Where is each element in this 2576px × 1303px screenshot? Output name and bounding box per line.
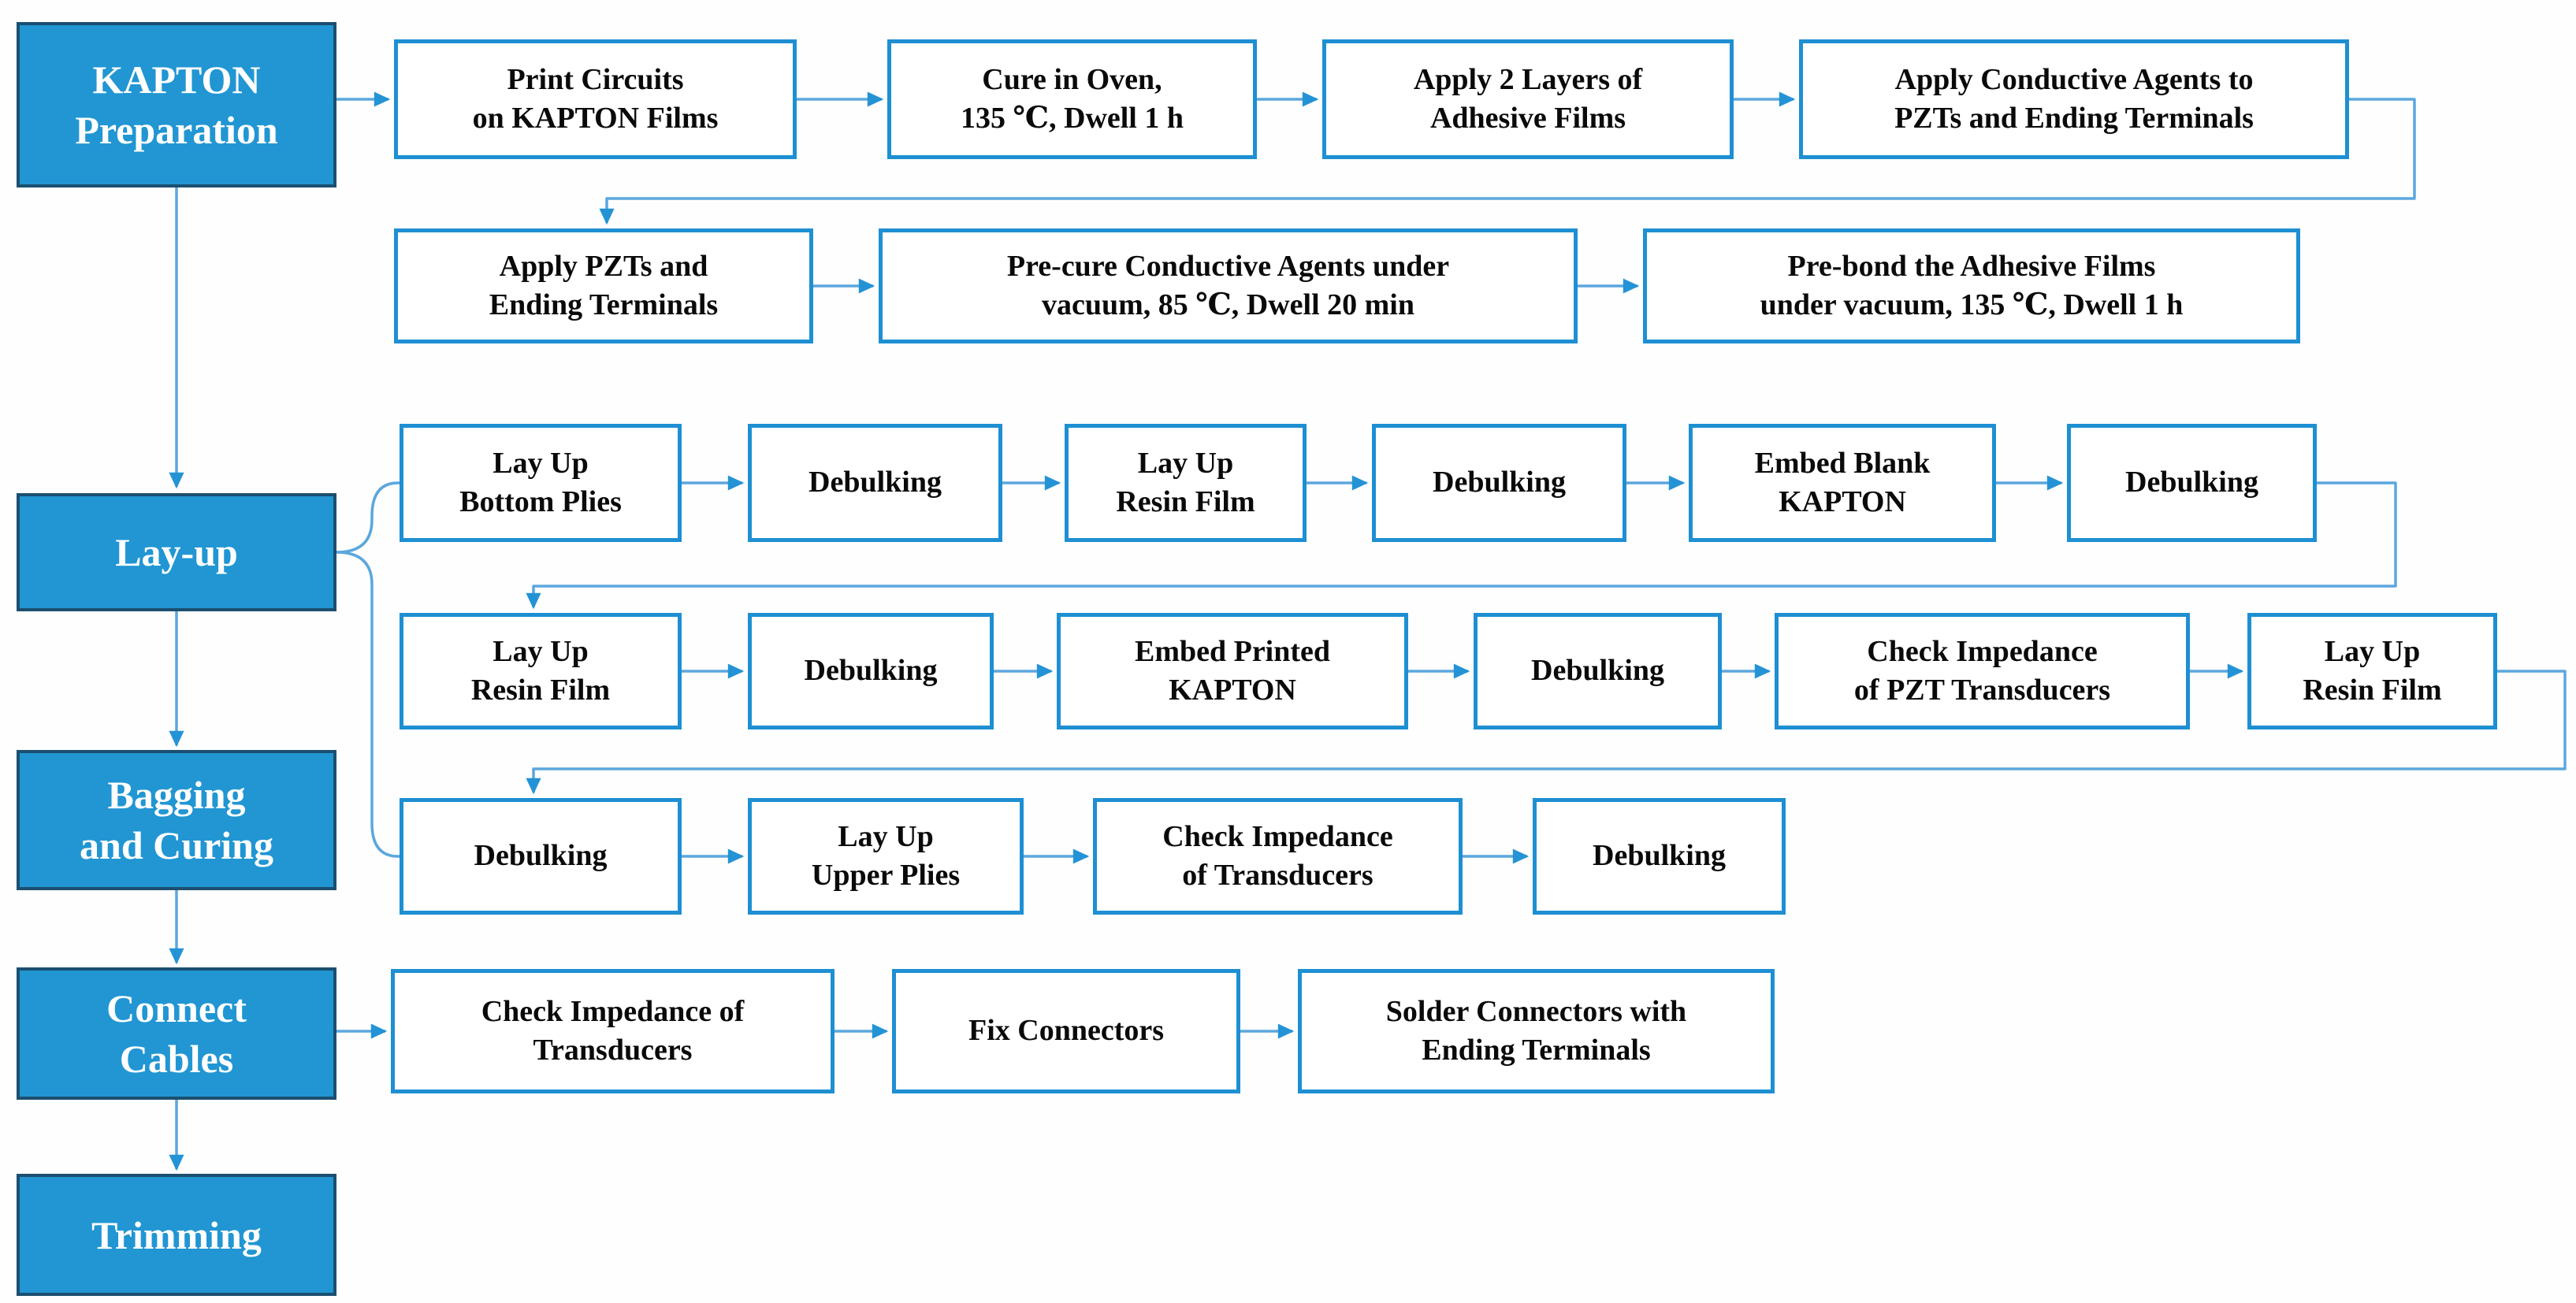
step-label: Debulking (808, 466, 942, 499)
step-lay-up-resin-film: Lay Up Resin Film (2247, 613, 2497, 729)
step-lay-up-resin-film: Lay Up Resin Film (1065, 424, 1307, 542)
step-label: Cure in Oven, 135 ℃, Dwell 1 h (960, 62, 1184, 135)
step-label: Apply Conductive Agents to PZTs and Endi… (1894, 62, 2254, 135)
stage-label: Trimming (91, 1212, 262, 1257)
step-label: Check Impedance of Transducers (1162, 819, 1393, 892)
step-debulking: Debulking (748, 613, 994, 729)
step-apply-pzts: Apply PZTs and Ending Terminals (394, 228, 813, 343)
step-apply-adhesive-layers: Apply 2 Layers of Adhesive Films (1322, 39, 1734, 159)
step-label: Check Impedance of Transducers (481, 994, 745, 1067)
step-check-impedance-pzt: Check Impedance of PZT Transducers (1775, 613, 2190, 729)
step-debulking: Debulking (1474, 613, 1722, 729)
step-debulking: Debulking (400, 798, 682, 915)
layup-brace-connector (336, 481, 400, 858)
step-label: Lay Up Upper Plies (811, 819, 961, 892)
row-wrap-connectors (526, 98, 2567, 795)
step-label: Debulking (474, 839, 608, 873)
step-debulking: Debulking (2067, 424, 2317, 542)
step-label: Apply PZTs and Ending Terminals (489, 249, 719, 321)
step-lay-up-bottom-plies: Lay Up Bottom Plies (400, 424, 682, 542)
step-label: Lay Up Resin Film (1116, 446, 1255, 518)
step-fix-connectors: Fix Connectors (892, 969, 1240, 1093)
step-label: Debulking (2125, 466, 2258, 499)
stage-label: Lay-up (115, 530, 238, 574)
step-label: Embed Printed KAPTON (1134, 634, 1331, 707)
stage-kapton-preparation: KAPTON Preparation (17, 22, 336, 187)
step-pre-bond-adhesive-films: Pre-bond the Adhesive Films under vacuum… (1643, 228, 2300, 343)
step-label: Solder Connectors with Ending Terminals (1385, 994, 1687, 1067)
step-label: Lay Up Resin Film (2303, 634, 2442, 707)
stage-lay-up: Lay-up (17, 493, 336, 611)
stage-label: KAPTON Preparation (75, 58, 278, 152)
step-label: Print Circuits on KAPTON Films (472, 62, 719, 135)
stage-label: Bagging and Curing (80, 773, 273, 867)
stage-connect-cables: Connect Cables (17, 967, 336, 1100)
step-label: Pre-bond the Adhesive Films under vacuum… (1760, 249, 2184, 321)
step-pre-cure-conductive-agents: Pre-cure Conductive Agents under vacuum,… (879, 228, 1578, 343)
step-label: Lay Up Resin Film (470, 634, 611, 707)
step-solder-connectors: Solder Connectors with Ending Terminals (1298, 969, 1775, 1093)
step-label: Debulking (1433, 466, 1566, 499)
step-lay-up-upper-plies: Lay Up Upper Plies (748, 798, 1024, 915)
step-cure-in-oven: Cure in Oven, 135 ℃, Dwell 1 h (887, 39, 1257, 159)
step-embed-printed-kapton: Embed Printed KAPTON (1057, 613, 1408, 729)
step-label: Apply 2 Layers of Adhesive Films (1413, 62, 1643, 135)
brace-lower-branch (336, 551, 400, 858)
brace-upper-branch (336, 481, 400, 554)
step-debulking: Debulking (1533, 798, 1786, 915)
step-label: Embed Blank KAPTON (1754, 446, 1931, 518)
step-debulking: Debulking (1372, 424, 1626, 542)
wrap-connector-row4-row5 (526, 670, 2567, 795)
step-label: Fix Connectors (968, 1014, 1165, 1048)
stage-trimming: Trimming (17, 1174, 336, 1296)
step-check-impedance-transducers: Check Impedance of Transducers (391, 969, 835, 1093)
step-embed-blank-kapton: Embed Blank KAPTON (1689, 424, 1996, 542)
step-label: Lay Up Bottom Plies (459, 446, 622, 518)
stage-label: Connect Cables (106, 986, 247, 1081)
row-flow-arrows (336, 91, 2244, 1039)
step-apply-conductive-agents: Apply Conductive Agents to PZTs and Endi… (1799, 39, 2349, 159)
wrap-connector-row3-row4 (526, 481, 2397, 610)
step-label: Debulking (1593, 839, 1726, 873)
step-label: Check Impedance of PZT Transducers (1853, 634, 2111, 707)
stage-bagging-and-curing: Bagging and Curing (17, 750, 336, 890)
step-label: Pre-cure Conductive Agents under vacuum,… (1006, 249, 1450, 321)
wrap-connector-row1-row2 (599, 98, 2416, 225)
step-lay-up-resin-film: Lay Up Resin Film (400, 613, 682, 729)
step-print-circuits: Print Circuits on KAPTON Films (394, 39, 797, 159)
step-label: Debulking (1531, 654, 1664, 688)
step-check-impedance-transducers: Check Impedance of Transducers (1093, 798, 1463, 915)
step-debulking: Debulking (748, 424, 1002, 542)
step-label: Debulking (804, 654, 938, 688)
